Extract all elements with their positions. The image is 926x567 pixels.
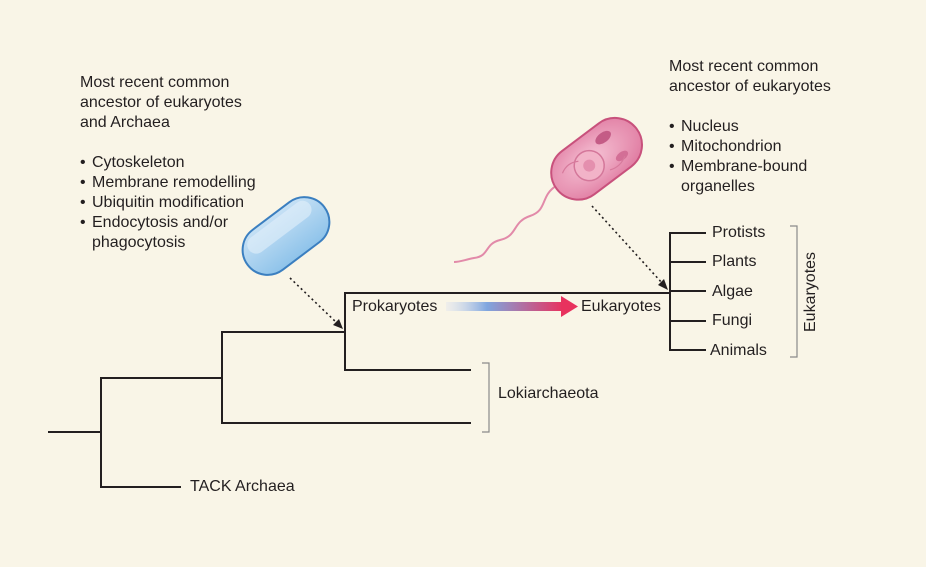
protists-label: Protists <box>712 224 766 241</box>
feature-item: Mitochondrion <box>669 137 807 157</box>
feature-item: Membrane-bound <box>669 157 807 177</box>
feature-item: Membrane remodelling <box>80 173 256 193</box>
left-pointer-line <box>289 277 339 325</box>
tack-archaea-label: TACK Archaea <box>190 478 295 495</box>
plants-label: Plants <box>712 253 757 270</box>
fungi-label: Fungi <box>712 312 753 329</box>
feature-item: Cytoskeleton <box>80 153 256 173</box>
right-ancestor-features: Nucleus Mitochondrion Membrane-bound org… <box>669 117 807 197</box>
right-ancestor-title: Most recent common ancestor of eukaryote… <box>669 57 831 97</box>
right-pointer-head <box>658 279 668 290</box>
left-ancestor-features: Cytoskeleton Membrane remodelling Ubiqui… <box>80 153 256 253</box>
feature-item-continuation: phagocytosis <box>92 234 186 251</box>
algae-label: Algae <box>712 283 753 300</box>
eukaryotes-bracket <box>790 225 798 358</box>
feature-item: Endocytosis and/or <box>80 213 256 233</box>
left-ancestor-title-line: Most recent common <box>80 74 230 91</box>
animals-label: Animals <box>710 342 767 359</box>
right-ancestor-title-line: Most recent common <box>669 58 819 75</box>
right-ancestor-title-line: ancestor of eukaryotes <box>669 78 831 95</box>
archaeal-cell-icon <box>241 196 331 276</box>
left-ancestor-title-line: and Archaea <box>80 114 170 131</box>
prokaryotes-label: Prokaryotes <box>352 298 438 315</box>
lokiarchaeota-label: Lokiarchaeota <box>498 385 599 402</box>
eukaryotic-cell-icon <box>453 116 643 263</box>
left-pointer-head <box>333 319 343 329</box>
left-ancestor-title: Most recent common ancestor of eukaryote… <box>80 73 242 133</box>
lokiarchaeota-bracket <box>482 362 490 433</box>
left-ancestor-title-line: ancestor of eukaryotes <box>80 94 242 111</box>
tree-branches <box>48 232 706 488</box>
feature-item-continuation: organelles <box>681 178 755 195</box>
transition-arrow-shaft <box>446 302 563 311</box>
transition-arrow-head <box>561 296 578 317</box>
eukaryotes-group-label: Eukaryotes <box>802 251 819 332</box>
eukaryotes-label: Eukaryotes <box>581 298 662 315</box>
feature-item: Ubiquitin modification <box>80 193 256 213</box>
feature-item: Nucleus <box>669 117 807 137</box>
right-pointer-line <box>591 205 664 285</box>
